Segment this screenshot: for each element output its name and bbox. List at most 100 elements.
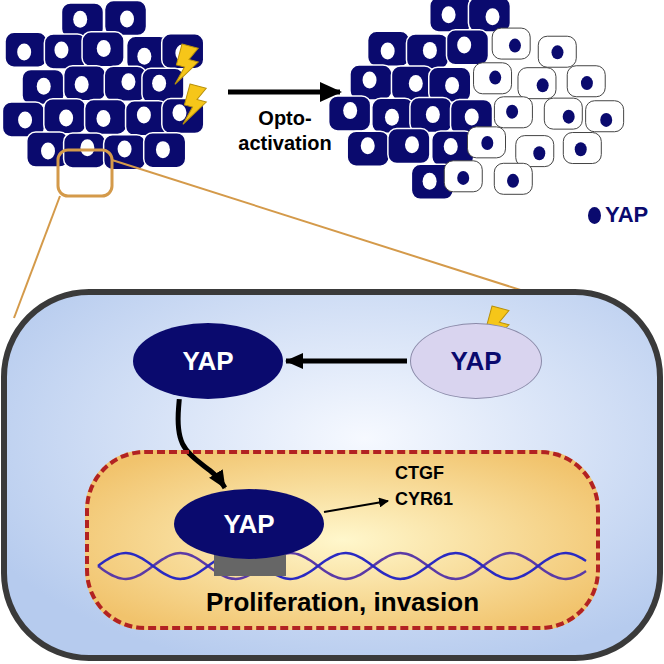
light-bolt bbox=[179, 84, 209, 129]
cell bbox=[586, 101, 624, 132]
dna-strand bbox=[98, 553, 586, 579]
nucleus-dot bbox=[457, 37, 471, 54]
nucleus-dot bbox=[405, 136, 419, 153]
light-bolt bbox=[171, 44, 201, 89]
cell bbox=[329, 96, 371, 131]
nucleus-dot bbox=[118, 141, 132, 158]
nucleus-dot bbox=[343, 102, 357, 119]
cell bbox=[563, 133, 601, 164]
cell bbox=[350, 65, 392, 100]
nucleus-dot bbox=[172, 104, 186, 121]
callout-outline bbox=[58, 150, 112, 196]
node-text: Proliferation, invasion bbox=[206, 587, 479, 618]
dna-helix bbox=[98, 553, 586, 579]
nucleus-dot bbox=[537, 78, 549, 92]
dna-strand bbox=[98, 553, 586, 579]
nucleus-dot bbox=[18, 112, 32, 129]
arrow-connector bbox=[286, 359, 407, 364]
node-text: YAP bbox=[223, 509, 274, 540]
cell bbox=[492, 28, 530, 59]
cell bbox=[518, 68, 556, 99]
nucleus-dot bbox=[59, 109, 73, 126]
nucleus-dot bbox=[137, 106, 151, 123]
cell bbox=[27, 132, 69, 167]
cell bbox=[104, 66, 146, 101]
nucleus-dot bbox=[121, 73, 135, 90]
cell bbox=[105, 1, 147, 36]
cell bbox=[44, 34, 86, 69]
cell bbox=[474, 63, 512, 94]
nucleus-dot bbox=[426, 106, 440, 123]
nucleus-dot bbox=[506, 105, 518, 119]
nucleus-dot bbox=[551, 45, 563, 59]
nucleus-dot bbox=[509, 39, 521, 53]
nucleus-dot bbox=[120, 10, 134, 27]
transcription-arrow bbox=[324, 501, 388, 512]
cell bbox=[516, 136, 554, 167]
nucleus-dot bbox=[600, 113, 612, 127]
nucleus-fill bbox=[85, 450, 600, 630]
cell bbox=[388, 129, 430, 164]
cell bbox=[391, 66, 433, 101]
nucleus-dot bbox=[97, 40, 111, 57]
process-label: Opto- activation bbox=[222, 106, 348, 156]
cell bbox=[85, 100, 127, 135]
nucleus-dot bbox=[423, 42, 437, 59]
cell bbox=[5, 32, 47, 67]
nucleus-dot bbox=[80, 139, 94, 156]
cell-cluster bbox=[2, 1, 203, 170]
cell bbox=[64, 66, 106, 101]
cell bbox=[446, 30, 488, 65]
gene-name: CYR61 bbox=[395, 488, 485, 511]
process-arrow bbox=[228, 90, 340, 95]
cell bbox=[430, 0, 472, 32]
nucleus-dot bbox=[381, 42, 395, 59]
nucleus-dot bbox=[409, 75, 423, 92]
nucleus-dot bbox=[442, 6, 456, 23]
nucleus-dot bbox=[457, 171, 469, 185]
nucleus-dot bbox=[41, 143, 55, 160]
cell bbox=[347, 131, 389, 166]
cell bbox=[494, 97, 532, 128]
nucleus-dot bbox=[17, 44, 31, 61]
nucleus-dot bbox=[489, 71, 501, 85]
cell bbox=[494, 163, 532, 194]
cell bbox=[410, 97, 452, 132]
callout-line bbox=[112, 160, 530, 293]
nucleus-dot bbox=[361, 137, 375, 154]
nucleus-dot bbox=[385, 109, 399, 126]
cell bbox=[538, 36, 576, 67]
nucleus-dot bbox=[507, 174, 519, 188]
nucleus-dot bbox=[575, 142, 587, 156]
nucleus-band: Proliferation, invasion YAP bbox=[85, 450, 600, 630]
gene-name: CTGF bbox=[395, 462, 485, 485]
protein-ellipse: YAP bbox=[133, 323, 283, 399]
nucleus-dot bbox=[152, 75, 166, 92]
cell bbox=[44, 99, 86, 134]
cell-cluster-activated bbox=[329, 0, 624, 199]
cell bbox=[368, 31, 410, 66]
cell bbox=[144, 133, 186, 168]
node-text: YAP bbox=[450, 346, 501, 377]
nucleus-dot bbox=[581, 76, 593, 90]
nucleus-dot bbox=[75, 76, 89, 93]
nucleus-dot bbox=[533, 146, 545, 160]
nucleus-dot bbox=[486, 8, 500, 25]
legend-entry: YAP bbox=[588, 202, 648, 228]
nucleus-dot bbox=[481, 136, 493, 150]
nucleus-dot bbox=[423, 173, 437, 190]
light-bolts bbox=[171, 44, 209, 129]
cell bbox=[567, 66, 605, 97]
cell bbox=[468, 0, 510, 32]
arrow-connector bbox=[178, 399, 225, 488]
cell bbox=[544, 98, 582, 129]
nucleus-dot bbox=[37, 78, 51, 95]
cell bbox=[82, 32, 124, 67]
inactive-protein-ellipse: YAP bbox=[410, 323, 542, 399]
cell bbox=[468, 127, 506, 158]
nucleus-dot bbox=[156, 141, 170, 158]
node-text: YAP bbox=[182, 346, 233, 377]
